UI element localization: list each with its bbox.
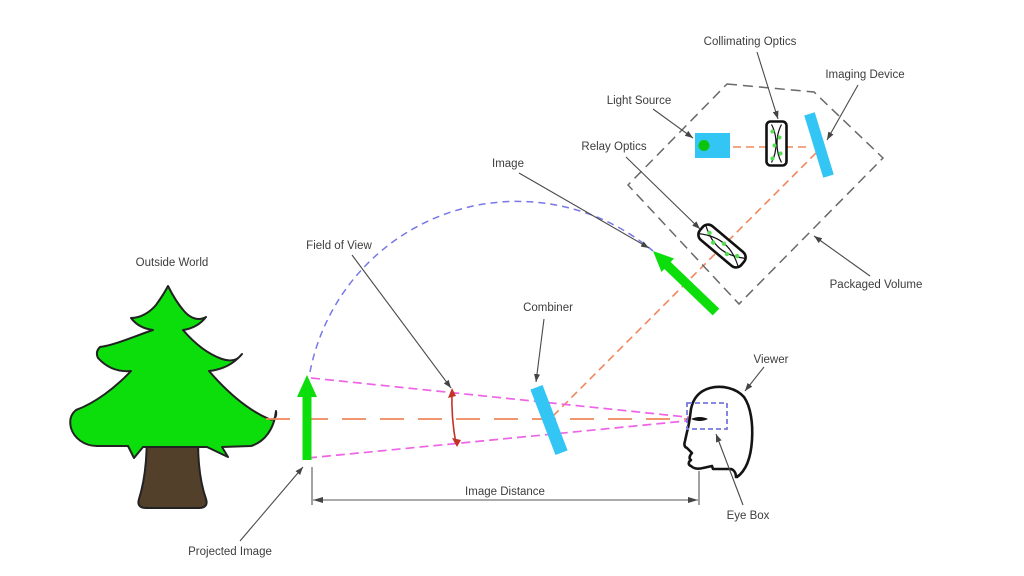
image-arrow <box>653 251 720 316</box>
label-packaged-volume: Packaged Volume <box>830 279 923 291</box>
tree-foliage <box>69 285 278 459</box>
label-image: Image <box>492 158 524 170</box>
leader-light-source <box>652 108 694 139</box>
view-cone-lower-ray <box>307 419 697 459</box>
label-eye-box: Eye Box <box>727 510 770 522</box>
field-of-view-arc <box>451 390 457 445</box>
image-distance-dimension <box>311 467 700 505</box>
viewer-eye <box>691 417 708 421</box>
eye-box-outline <box>686 402 728 430</box>
dimension-arrow-left <box>313 497 323 503</box>
light-source-emitter-dot <box>698 140 710 151</box>
label-projected-image: Projected Image <box>188 546 272 558</box>
dimension-arrow-right <box>688 497 698 503</box>
label-image-distance: Image Distance <box>465 486 545 498</box>
leader-eye-box <box>715 433 744 506</box>
label-outside-world: Outside World <box>136 257 209 269</box>
label-combiner: Combiner <box>523 302 573 314</box>
leader-field-of-view <box>351 254 452 389</box>
leader-projected-image <box>239 466 304 542</box>
leader-packaged-volume <box>813 235 871 277</box>
label-viewer: Viewer <box>754 354 789 366</box>
leader-image <box>518 172 650 249</box>
leader-relay-optics <box>625 156 701 230</box>
leader-combiner <box>534 318 545 383</box>
fov-arc-top-arrowhead <box>448 388 456 398</box>
leader-collimating-optics <box>756 51 779 120</box>
relay-optics-lens <box>697 223 747 269</box>
packaged-volume-outline <box>626 83 885 306</box>
viewer-head <box>683 385 754 479</box>
fov-arc-bottom-arrowhead <box>452 438 461 447</box>
image-projection-arc <box>309 200 654 373</box>
label-imaging-device: Imaging Device <box>825 69 904 81</box>
label-field-of-view: Field of View <box>306 240 372 252</box>
label-relay-optics: Relay Optics <box>581 141 646 153</box>
collimating-optics-lens <box>765 120 788 167</box>
combiner-panel <box>530 384 568 456</box>
imaging-device-panel <box>804 112 834 178</box>
label-light-source: Light Source <box>607 95 672 107</box>
projected-image-arrow <box>297 375 317 460</box>
leader-viewer <box>744 366 765 392</box>
view-cone-upper-ray <box>310 377 697 419</box>
label-collimating-optics: Collimating Optics <box>704 36 797 48</box>
leader-imaging-device <box>826 84 859 141</box>
